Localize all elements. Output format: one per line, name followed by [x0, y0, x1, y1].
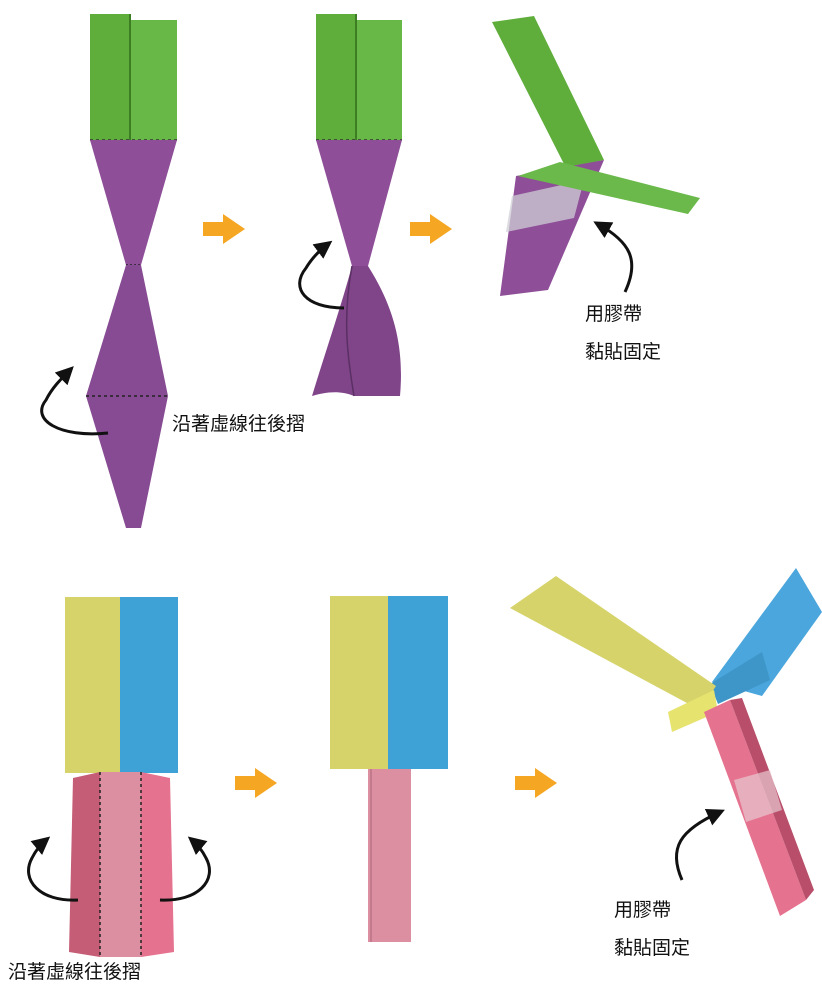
bottom-step1-pink-right-flap	[141, 772, 174, 957]
bottom-step3-paper	[510, 568, 822, 916]
top-step2-green-strip-right	[357, 20, 402, 140]
bottom-step1-yellow-half	[65, 597, 120, 773]
top-step2-green-strip-left	[316, 14, 356, 140]
top-step1-paper	[86, 14, 177, 528]
bottom-fold-instruction-label: 沿著虛線往後摺	[8, 958, 141, 986]
top-tape-label-line2: 黏貼固定	[585, 338, 661, 366]
top-step1-purple-upper	[90, 140, 177, 265]
top-step3-paper	[492, 16, 700, 296]
top-step1-green-strip-left	[90, 14, 130, 140]
bottom-step1-blue-half	[120, 597, 178, 773]
bottom-step1-paper	[65, 597, 178, 957]
top-orange-arrow-1	[203, 214, 245, 244]
top-step3-green-arm-up	[492, 16, 604, 168]
bottom-step2-pink-strip	[368, 769, 411, 942]
bottom-orange-arrow-1	[235, 768, 277, 798]
bottom-tape-label-line1: 用膠帶	[614, 896, 671, 924]
top-step2-paper	[312, 14, 402, 396]
top-step3-tape-arrow	[598, 224, 632, 292]
top-step2-purple-folded	[312, 266, 401, 396]
top-step2-purple-upper	[316, 140, 402, 266]
bottom-step2-blue-half	[388, 596, 448, 769]
bottom-step1-pink-center	[100, 772, 141, 957]
top-orange-arrow-2	[410, 214, 452, 244]
bottom-orange-arrow-2	[515, 768, 557, 798]
bottom-step2-paper	[330, 596, 448, 942]
bottom-step1-pink-left-flap	[69, 772, 100, 957]
bottom-step3-yellow-arm	[510, 576, 716, 710]
top-step1-green-strip-right	[131, 20, 177, 140]
bottom-step3-tape-arrow	[676, 812, 720, 880]
bottom-step2-yellow-half	[330, 596, 388, 769]
top-step2-back-fold-arrow	[300, 244, 344, 308]
top-tape-label-line1: 用膠帶	[585, 300, 642, 328]
top-fold-instruction-label: 沿著虛線往後摺	[172, 410, 305, 438]
bottom-tape-label-line2: 黏貼固定	[614, 934, 690, 962]
